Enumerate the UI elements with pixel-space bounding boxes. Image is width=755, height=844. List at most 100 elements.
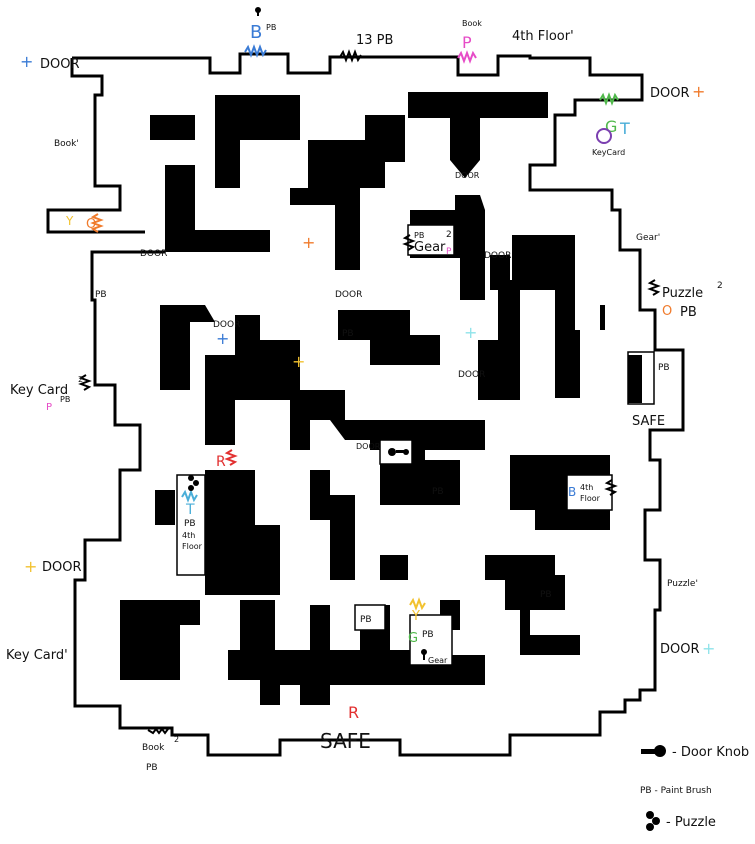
door-knob-icon-gear — [421, 649, 427, 660]
pb-top-blue: PB — [266, 23, 276, 32]
pink-spring — [457, 50, 477, 64]
pb-puzzle2: PB — [680, 305, 697, 320]
door-label-lower-center: DOOR — [458, 370, 485, 380]
gear-small-label: Gear — [428, 656, 448, 665]
black-spring-gear2 — [402, 234, 416, 251]
letter-t-teal-left: T — [185, 502, 195, 518]
plus-blue-topleft: + — [20, 52, 33, 71]
black-spring-keycard2 — [78, 374, 92, 391]
safe-label-right: SAFE — [632, 414, 665, 429]
legend-door-knob-icon — [641, 745, 666, 757]
plus-blue-mid: + — [216, 329, 229, 348]
safe-label-bottom: SAFE — [320, 729, 371, 753]
letter-o-orange-right: O — [662, 304, 672, 319]
door-label-left1: DOOR — [140, 249, 167, 259]
pb-bottom-room: PB — [422, 630, 434, 640]
floor4-small-a-right: 4th — [580, 483, 593, 492]
letter-t-teal-top: T — [619, 119, 630, 138]
book2-label: Book — [142, 743, 165, 753]
blue-spring — [244, 44, 267, 58]
red-spring — [224, 449, 238, 466]
puzzle-icon-room — [188, 475, 199, 491]
book-top-label: Book — [462, 19, 482, 28]
plus-orange-topright: + — [692, 82, 705, 101]
letter-y-yellow: Y — [65, 214, 74, 228]
door-label-gear-right: DOOR — [484, 251, 511, 261]
plus-orange-center: + — [302, 233, 315, 252]
legend-puzzle-text: - Puzzle — [666, 815, 716, 830]
gear2-sup: 2 — [446, 230, 452, 240]
letter-r-red-mid: R — [216, 454, 226, 470]
keycard2-sup: 2 — [78, 375, 83, 384]
puzzle2-label: Puzzle — [662, 286, 703, 301]
letter-o-orange: O — [86, 217, 96, 232]
puzzle2-sup: 2 — [717, 281, 723, 291]
plus-cyan-center: + — [464, 323, 477, 342]
plus-yellow-center: + — [292, 352, 305, 371]
labels: + DOOR B PB 13 PB Book P 4th Floor' DOOR… — [6, 19, 723, 773]
letter-y-yellow-bottom: Y — [411, 609, 420, 624]
keycard2-label: Key Card — [10, 383, 68, 398]
letter-p-pink-top: P — [462, 33, 472, 52]
pb-keycard2: PB — [60, 395, 70, 404]
door-label-right-lower: DOOR — [660, 642, 700, 657]
door-label-left2: DOOR — [42, 560, 82, 575]
letter-p-pink-keycard: P — [46, 402, 52, 413]
legend-puzzle-icon — [646, 811, 660, 831]
pb-safe-right: PB — [658, 363, 670, 373]
legend-paint-brush-text: PB - Paint Brush — [640, 786, 712, 796]
book1-label: Book' — [54, 139, 79, 149]
springs — [78, 44, 661, 735]
plus-yellow-left: + — [24, 557, 37, 576]
door-knob-icon-top — [255, 7, 261, 16]
door-label-topright: DOOR — [650, 86, 690, 101]
door-knob-icon-center — [388, 448, 409, 456]
letter-p-pink-gear: P — [446, 247, 452, 257]
outer-boundary — [46, 52, 685, 757]
orange-spring — [90, 213, 104, 233]
letter-r-red-bottom: R — [348, 703, 359, 722]
wall-blocks — [120, 92, 610, 705]
keycard-small-label: KeyCard — [592, 148, 625, 157]
pb-center: PB — [342, 329, 354, 339]
purple-circle-keycard — [596, 128, 612, 144]
floor4-small-b-left: Floor — [182, 542, 203, 551]
door-label-left-mid: DOOR — [213, 320, 240, 330]
door-label-top-center: DOOR — [455, 171, 480, 180]
floor4-small-a-left: 4th — [182, 531, 195, 540]
yellow-spring — [409, 597, 426, 611]
safe-room-right-block — [628, 355, 642, 403]
door-label-knob: DOOR — [356, 442, 381, 451]
legend: - Door Knob PB - Paint Brush - Puzzle — [640, 745, 749, 831]
pb-room-center: PB — [432, 487, 444, 497]
black-spring-13pb — [339, 49, 362, 63]
floor4-label: 4th Floor' — [512, 29, 574, 44]
letter-b-blue: B — [250, 22, 262, 43]
puzzle1-label: Puzzle' — [667, 579, 698, 589]
gear2-label: Gear — [414, 240, 446, 255]
pb-right-lower: PB — [540, 590, 552, 600]
book2-sup: 2 — [174, 735, 179, 744]
black-spring-puzzle2 — [647, 279, 661, 296]
pb-book2: PB — [146, 763, 158, 773]
gear1-label: Gear' — [636, 233, 660, 243]
pb-gear2: PB — [414, 231, 424, 240]
letter-g-green-bottom: G — [408, 631, 418, 646]
label-13pb: 13 PB — [356, 33, 393, 48]
legend-door-knob-text: - Door Knob — [672, 745, 749, 760]
letter-b-blue-floor4: B — [568, 485, 576, 499]
door-knob-icons — [255, 7, 427, 660]
teal-spring — [181, 489, 198, 503]
green-spring — [599, 92, 619, 106]
door-label-center: DOOR — [335, 290, 362, 300]
keycard1-label: Key Card' — [6, 648, 68, 663]
pb-left1: PB — [95, 290, 107, 300]
floor4-small-b-right: Floor — [580, 494, 601, 503]
door-label-topleft: DOOR — [40, 57, 80, 72]
pb-bottom-center: PB — [360, 615, 372, 625]
plus-cyan-right: + — [702, 639, 715, 658]
pb-left-room: PB — [184, 519, 196, 529]
black-spring-floor4 — [604, 479, 618, 496]
black-spring-book2 — [147, 727, 169, 735]
